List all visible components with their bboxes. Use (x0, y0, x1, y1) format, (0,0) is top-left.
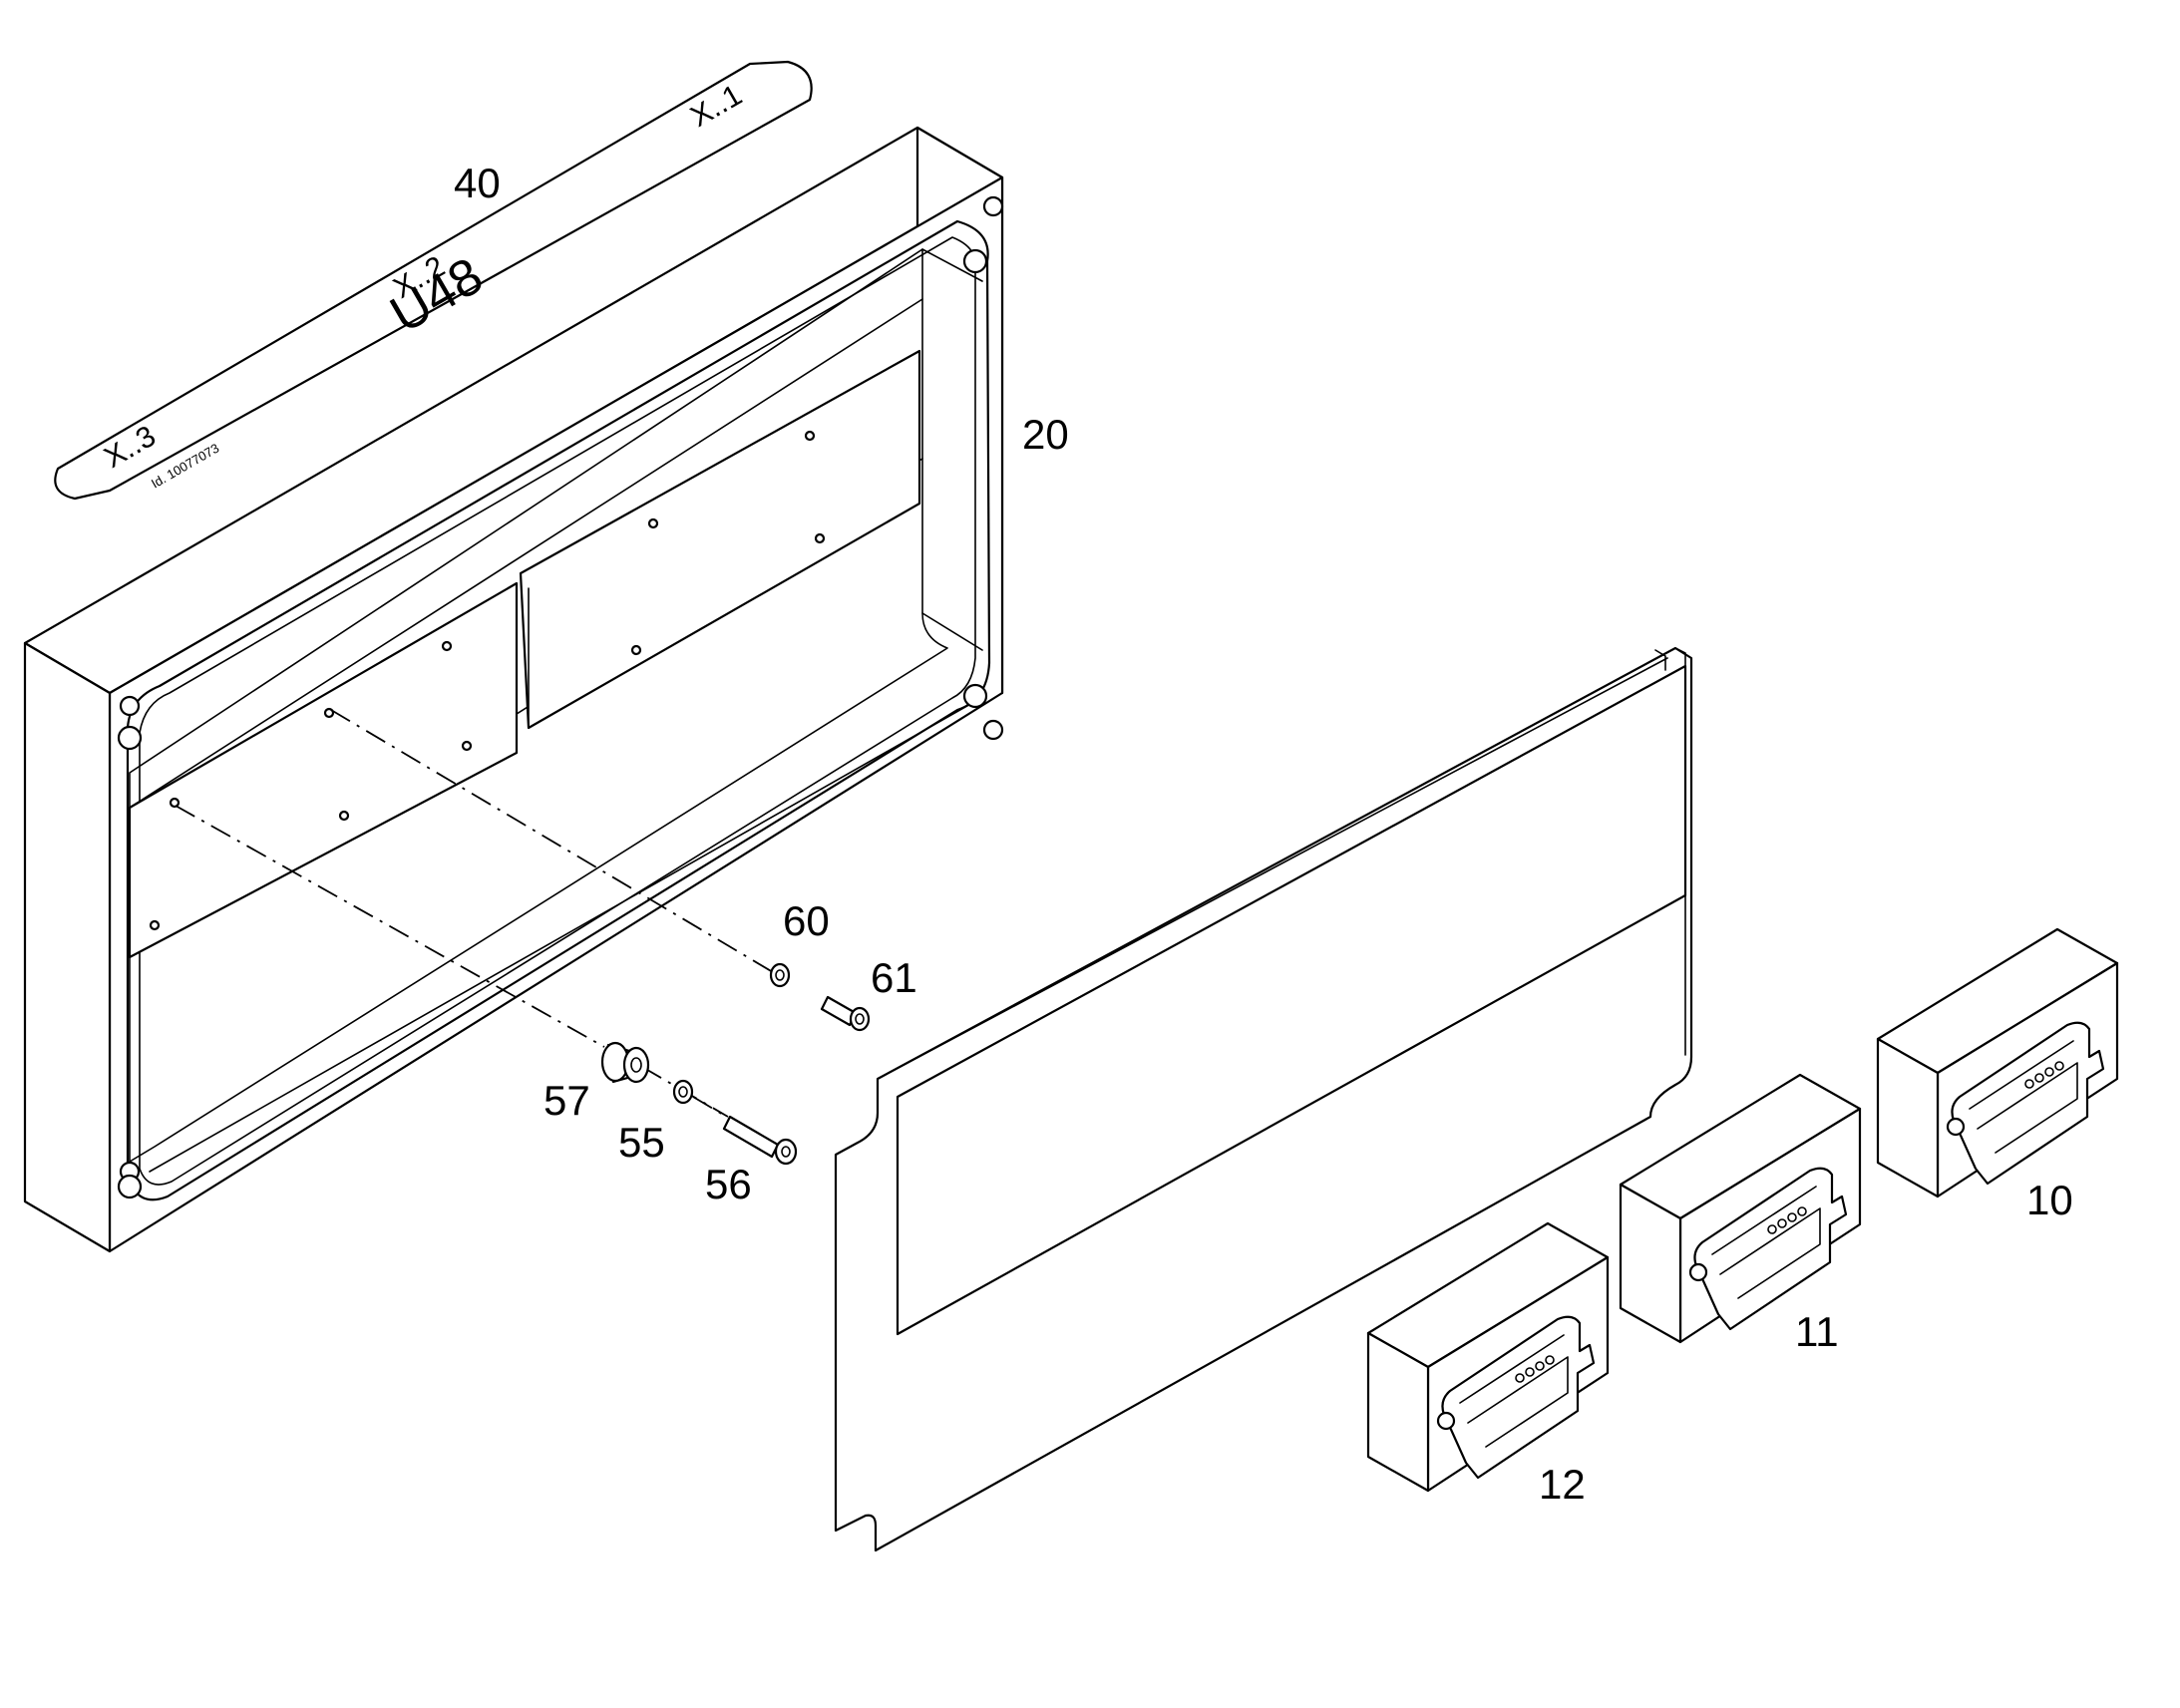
front-cover-panel (834, 646, 1693, 1552)
internal-plate-left (128, 581, 519, 959)
washer-60 (769, 962, 791, 988)
callout-11: 11 (1795, 1308, 1839, 1355)
callout-56: 56 (705, 1161, 752, 1207)
connector-module-11 (1619, 1073, 1862, 1344)
callout-10: 10 (2026, 1177, 2073, 1223)
callout-61: 61 (871, 954, 917, 1001)
connector-module-10 (1876, 927, 2119, 1198)
callout-12: 12 (1539, 1461, 1586, 1508)
callout-40: 40 (454, 160, 501, 206)
callout-60: 60 (783, 897, 830, 944)
spacer-57 (600, 1041, 650, 1084)
screw-61 (820, 995, 871, 1032)
callout-57: 57 (544, 1077, 590, 1124)
internal-plate-right (519, 349, 921, 730)
screw-56 (722, 1115, 798, 1166)
callout-55: 55 (618, 1119, 665, 1166)
washer-55 (672, 1079, 694, 1105)
callout-20: 20 (1022, 411, 1069, 458)
connector-module-12 (1366, 1221, 1610, 1493)
